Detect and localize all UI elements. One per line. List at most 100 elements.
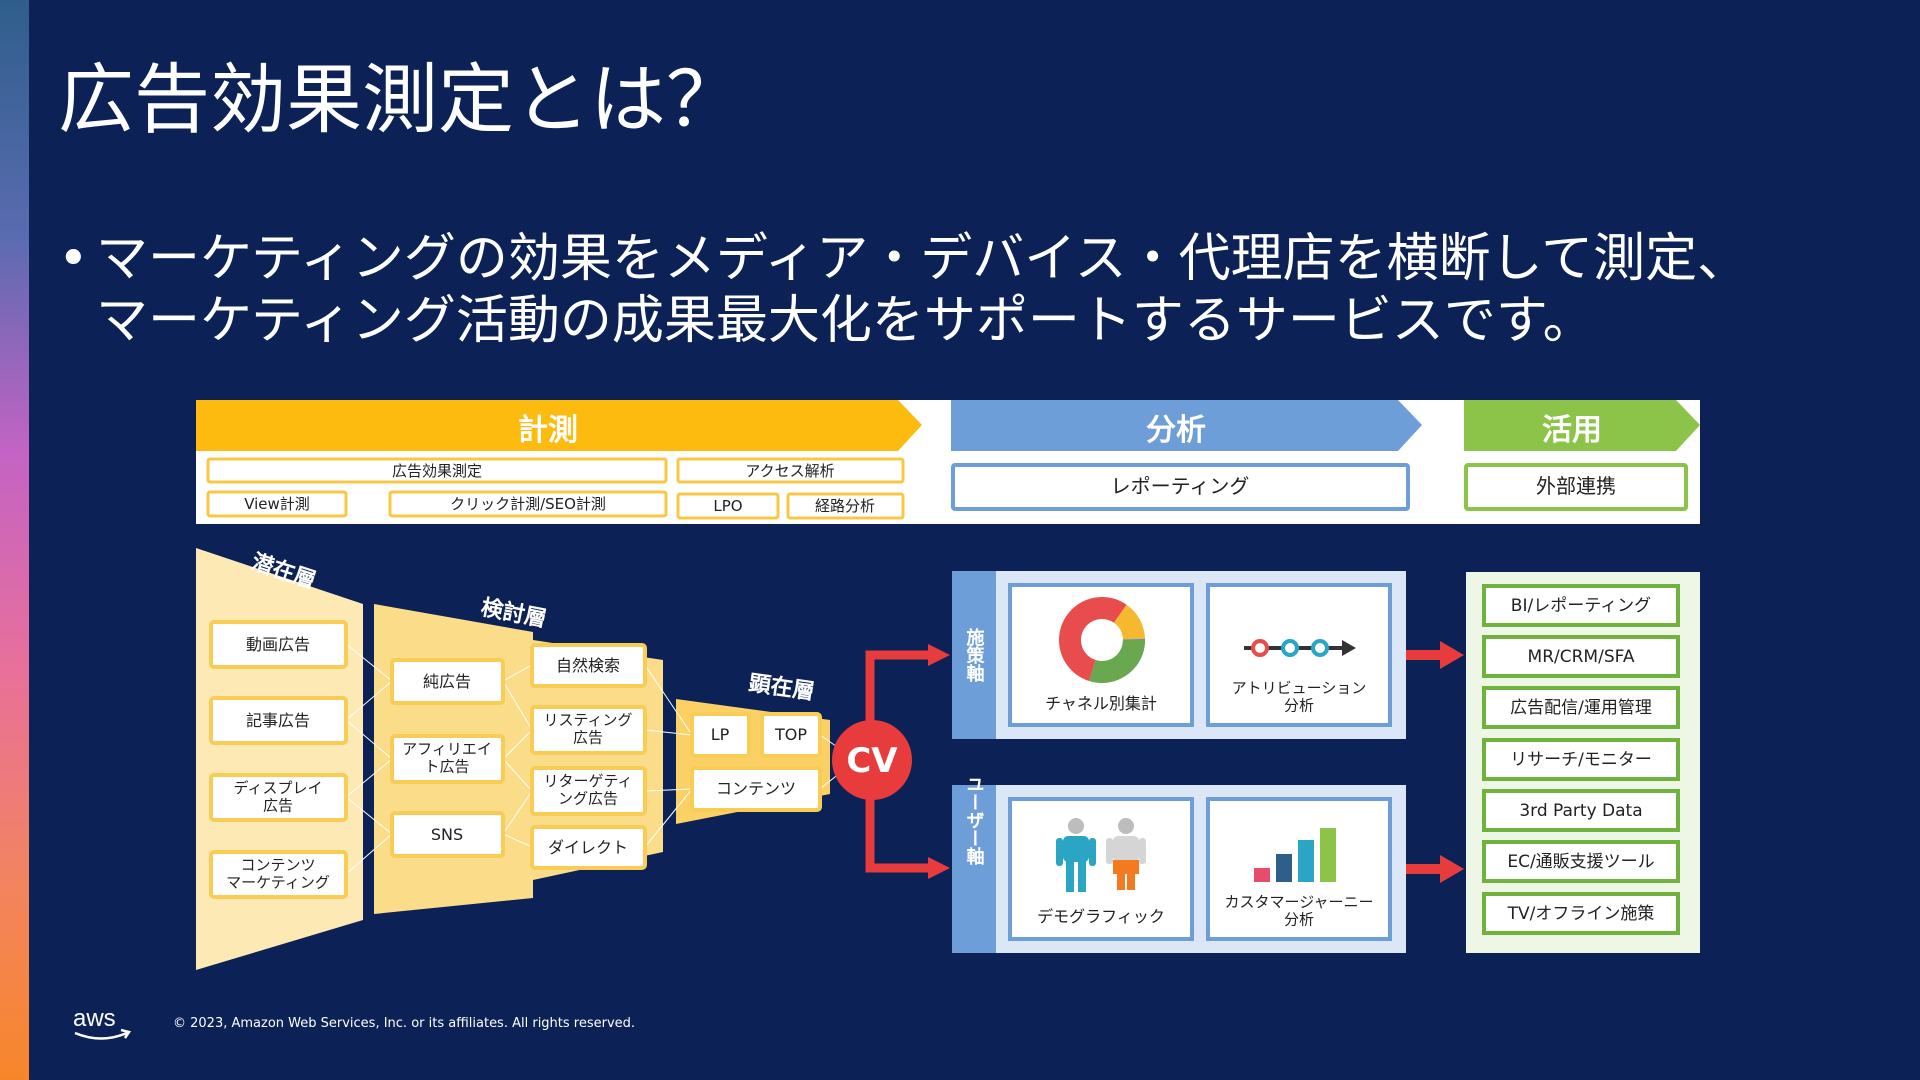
click-seo-box: [388, 490, 668, 518]
item-article-ad-label: 記事広告: [246, 711, 310, 730]
output-bi-reporting-label: BI/レポーティング: [1511, 596, 1651, 616]
output-bi-reporting: [1482, 584, 1680, 627]
output-ec-tools-label: EC/通販支援ツール: [1507, 852, 1654, 872]
bullet-text: マーケティングの効果をメディア・デバイス・代理店を横断して測定、 マーケティング…: [96, 228, 1749, 352]
output-research-monitor: [1482, 738, 1680, 781]
item-lp-label: LP: [711, 725, 730, 744]
use-chevron: [1464, 400, 1700, 451]
cv-arrow-down: [865, 798, 930, 873]
view-measure-box: [206, 490, 348, 518]
policy-axis-label: 施策軸: [964, 627, 985, 683]
user-axis-bar: [952, 785, 996, 953]
item-sns: [390, 811, 505, 858]
user-to-output-arrow-head: [1440, 855, 1464, 883]
analysis-label: 分析: [1146, 413, 1206, 448]
policy-axis-bar: [952, 571, 996, 739]
output-ad-delivery: [1482, 686, 1680, 729]
channel-label: チャネル別集計: [1045, 694, 1157, 713]
bullet-dot: •: [58, 229, 89, 289]
item-content-marketing: [209, 850, 348, 899]
item-contents-label: コンテンツ: [716, 779, 796, 798]
item-affiliate-ad-label: アフィリエイト広告: [402, 740, 492, 775]
output-tv-offline: [1482, 892, 1680, 935]
latent-stage: [196, 548, 363, 970]
item-video-ad-label: 動画広告: [246, 635, 310, 654]
consider2-stage: [533, 640, 663, 880]
item-top-label: TOP: [774, 725, 807, 744]
output-mr-crm-sfa: [1482, 635, 1680, 678]
measure-subitems: 広告効果測定 アクセス解析 View計測 クリック計測/SEO計測 LPO 経路…: [206, 457, 905, 520]
item-listing-ad-label: リスティング広告: [543, 711, 632, 746]
access-analysis-label: アクセス解析: [745, 462, 834, 480]
latent-items: 動画広告 記事広告 ディスプレイ広告 コンテンツマーケティング: [209, 620, 348, 899]
external-link-box: [1464, 463, 1688, 511]
manifest-label: 顕在層: [747, 670, 816, 705]
aws-arrow-icon: [120, 1028, 132, 1039]
aws-logo: aws: [73, 1005, 132, 1040]
output-list: BI/レポーティング MR/CRM/SFA 広告配信/運用管理 リサーチ/モニタ…: [1482, 584, 1680, 935]
output-ad-delivery-label: 広告配信/運用管理: [1510, 698, 1652, 718]
manifest-items: LP TOP コンテンツ: [690, 712, 822, 812]
use-label: 活用: [1542, 413, 1602, 448]
item-affiliate-ad: [390, 734, 505, 784]
user-axis-label: ユーザー軸: [964, 775, 985, 866]
donut-chart-icon: [1059, 597, 1145, 683]
consider-items: 純広告 アフィリエイト広告 SNS: [390, 658, 505, 858]
aws-smile-icon: [74, 1031, 128, 1040]
policy-to-output-arrow: [1406, 650, 1442, 660]
measure-chevron: [196, 400, 922, 451]
user-axis-panel: ユーザー軸 デモグラフィック カスタマージャーニー分析: [952, 775, 1406, 953]
bullet-line-1: マーケティングの効果をメディア・デバイス・代理店を横断して測定、: [96, 229, 1750, 289]
user-to-output-arrow: [1406, 864, 1442, 874]
people-icon: [1056, 818, 1146, 892]
demographic-label: デモグラフィック: [1037, 907, 1165, 926]
item-top: [760, 712, 822, 758]
reporting-label: レポーティング: [1111, 474, 1250, 498]
reporting-box: [951, 463, 1410, 511]
item-article-ad: [209, 696, 348, 745]
bar-chart-icon: [1254, 828, 1336, 882]
item-retargeting-ad: [530, 766, 647, 816]
ad-effect-label: 広告効果測定: [392, 462, 482, 480]
external-link-label: 外部連携: [1536, 474, 1616, 498]
policy-to-output-arrow-head: [1440, 641, 1464, 669]
output-research-monitor-label: リサーチ/モニター: [1510, 750, 1652, 770]
output-tv-offline-label: TV/オフライン施策: [1507, 904, 1655, 924]
item-organic-search: [530, 643, 647, 688]
output-3rd-party-data-label: 3rd Party Data: [1519, 801, 1642, 821]
copyright-text: © 2023, Amazon Web Services, Inc. or its…: [173, 1016, 636, 1031]
consider2-items: 自然検索 リスティング広告 リターゲティング広告 ダイレクト: [530, 643, 647, 870]
attribution-path-icon: [1244, 639, 1356, 657]
ad-effect-box: [206, 457, 668, 484]
policy-axis-panel: 施策軸 チャネル別集計 アトリビューション分析: [952, 571, 1406, 739]
click-seo-label: クリック計測/SEO計測: [450, 495, 606, 513]
item-pure-ad-label: 純広告: [423, 672, 471, 691]
item-lp: [690, 712, 751, 758]
item-display-ad-label: ディスプレイ広告: [234, 779, 323, 814]
route-analysis-label: 経路分析: [815, 497, 875, 515]
item-direct-label: ダイレクト: [548, 838, 628, 857]
cv-arrow-down-head: [928, 857, 950, 879]
bullet-line-2: マーケティング活動の成果最大化をサポートするサービスです。: [96, 291, 1595, 351]
item-video-ad: [209, 620, 348, 669]
lpo-box: [676, 492, 780, 520]
item-contents: [690, 766, 822, 812]
cv-arrow-up-head: [928, 644, 950, 666]
measure-label: 計測: [518, 413, 578, 448]
left-accent-bar: [0, 0, 29, 1080]
item-pure-ad: [390, 658, 505, 705]
route-analysis-box: [786, 492, 905, 520]
demographic-card: [1008, 797, 1194, 941]
item-retargeting-ad-label: リターゲティング広告: [543, 772, 632, 807]
attribution-label: アトリビューション分析: [1232, 679, 1367, 714]
output-3rd-party-data: [1482, 789, 1680, 832]
access-analysis-box: [676, 457, 905, 484]
item-organic-search-label: 自然検索: [556, 656, 620, 675]
attribution-card: [1206, 583, 1392, 727]
cv-arrow-up: [865, 650, 930, 722]
cv-label: CV: [846, 741, 898, 781]
output-mr-crm-sfa-label: MR/CRM/SFA: [1528, 647, 1635, 667]
journey-label: カスタマージャーニー分析: [1225, 893, 1374, 928]
item-listing-ad: [530, 705, 647, 755]
